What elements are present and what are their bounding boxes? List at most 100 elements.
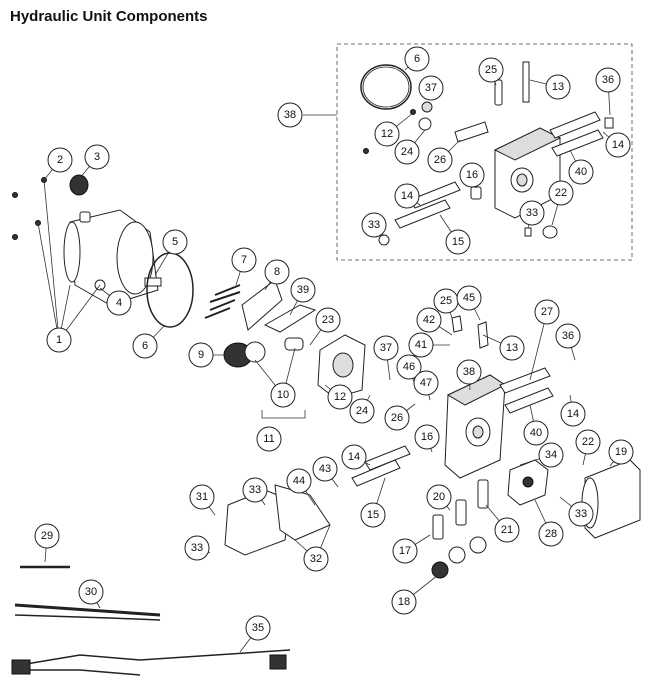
callout-circle — [256, 426, 282, 452]
callout-40: 40 — [568, 159, 594, 185]
callout-6: 6 — [132, 333, 158, 359]
callout-label: 41 — [415, 339, 427, 351]
callout-label: 22 — [582, 436, 594, 448]
callout-label: 36 — [562, 330, 574, 342]
callout-circle — [394, 139, 420, 165]
callout-label: 17 — [399, 545, 411, 557]
callout-label: 33 — [575, 508, 587, 520]
callout-23: 23 — [315, 307, 341, 333]
callout-30: 30 — [78, 579, 104, 605]
bracket-line — [261, 410, 306, 419]
callout-21: 21 — [494, 517, 520, 543]
callout-1: 1 — [46, 327, 72, 353]
callout-35: 35 — [245, 615, 271, 641]
callout-label: 14 — [348, 451, 360, 463]
callout-44: 44 — [286, 468, 312, 494]
callout-circle — [523, 420, 549, 446]
callout-45: 45 — [456, 285, 482, 311]
callout-label: 39 — [297, 284, 309, 296]
callout-26: 26 — [384, 405, 410, 431]
callout-circle — [534, 299, 560, 325]
callout-label: 6 — [142, 340, 148, 352]
callout-label: 4 — [116, 297, 122, 309]
callout-4: 4 — [106, 290, 132, 316]
callout-label: 2 — [57, 154, 63, 166]
callout-label: 33 — [526, 207, 538, 219]
callout-label: 13 — [506, 342, 518, 354]
callout-label: 18 — [398, 596, 410, 608]
callout-circle — [264, 259, 290, 285]
callout-circle — [312, 456, 338, 482]
callout-label: 3 — [94, 151, 100, 163]
callout-circle — [568, 159, 594, 185]
callout-circle — [445, 229, 471, 255]
callout-14: 14 — [394, 183, 420, 209]
callout-circle — [374, 121, 400, 147]
callout-circle — [555, 323, 581, 349]
callout-circle — [418, 75, 444, 101]
callout-36: 36 — [595, 67, 621, 93]
callout-label: 19 — [615, 446, 627, 458]
leader-line-1 — [43, 179, 60, 341]
inset-small-parts — [363, 61, 614, 246]
callout-label: 12 — [334, 391, 346, 403]
callout-22: 22 — [575, 429, 601, 455]
callout-label: 46 — [403, 361, 415, 373]
callout-40: 40 — [523, 420, 549, 446]
callout-32: 32 — [303, 546, 329, 572]
callout-circle — [341, 444, 367, 470]
callout-circle — [538, 521, 564, 547]
callout-41: 41 — [408, 332, 434, 358]
callout-26: 26 — [427, 147, 453, 173]
leader-line-1 — [37, 222, 60, 341]
callout-46: 46 — [396, 354, 422, 380]
callout-39: 39 — [290, 277, 316, 303]
callout-circle — [47, 147, 73, 173]
callout-circle — [568, 501, 594, 527]
callout-circle — [270, 382, 296, 408]
solenoid — [507, 459, 549, 506]
callout-36: 36 — [555, 323, 581, 349]
callout-circle — [286, 468, 312, 494]
callout-circle — [303, 546, 329, 572]
callout-circle — [349, 398, 375, 424]
callout-33: 33 — [361, 212, 387, 238]
callout-38: 38 — [456, 359, 482, 385]
callout-label: 14 — [401, 190, 413, 202]
callout-33: 33 — [242, 477, 268, 503]
callout-16: 16 — [414, 424, 440, 450]
callout-label: 44 — [293, 475, 305, 487]
callout-13: 13 — [545, 74, 571, 100]
callout-label: 40 — [530, 427, 542, 439]
callout-25: 25 — [478, 57, 504, 83]
callout-circle — [245, 615, 271, 641]
callout-circle — [608, 439, 634, 465]
callout-circle — [327, 384, 353, 410]
control-box — [224, 484, 331, 556]
callout-circle — [290, 277, 316, 303]
callout-label: 20 — [433, 491, 445, 503]
callout-label: 27 — [541, 306, 553, 318]
callout-11: 11 — [256, 426, 282, 452]
callout-circle — [373, 335, 399, 361]
callout-7: 7 — [231, 247, 257, 273]
callout-label: 26 — [434, 154, 446, 166]
callout-2: 2 — [47, 147, 73, 173]
callout-label: 28 — [545, 528, 557, 540]
callout-14: 14 — [560, 401, 586, 427]
callout-19: 19 — [608, 439, 634, 465]
callout-circle — [277, 102, 303, 128]
callout-43: 43 — [312, 456, 338, 482]
callout-label: 23 — [322, 314, 334, 326]
callout-31: 31 — [189, 484, 215, 510]
callout-label: 15 — [367, 509, 379, 521]
callout-28: 28 — [538, 521, 564, 547]
callout-20: 20 — [426, 484, 452, 510]
callout-circle — [315, 307, 341, 333]
callout-label: 30 — [85, 586, 97, 598]
callout-circle — [426, 484, 452, 510]
callout-label: 43 — [319, 463, 331, 475]
callout-label: 24 — [356, 405, 368, 417]
callout-label: 38 — [284, 109, 296, 121]
